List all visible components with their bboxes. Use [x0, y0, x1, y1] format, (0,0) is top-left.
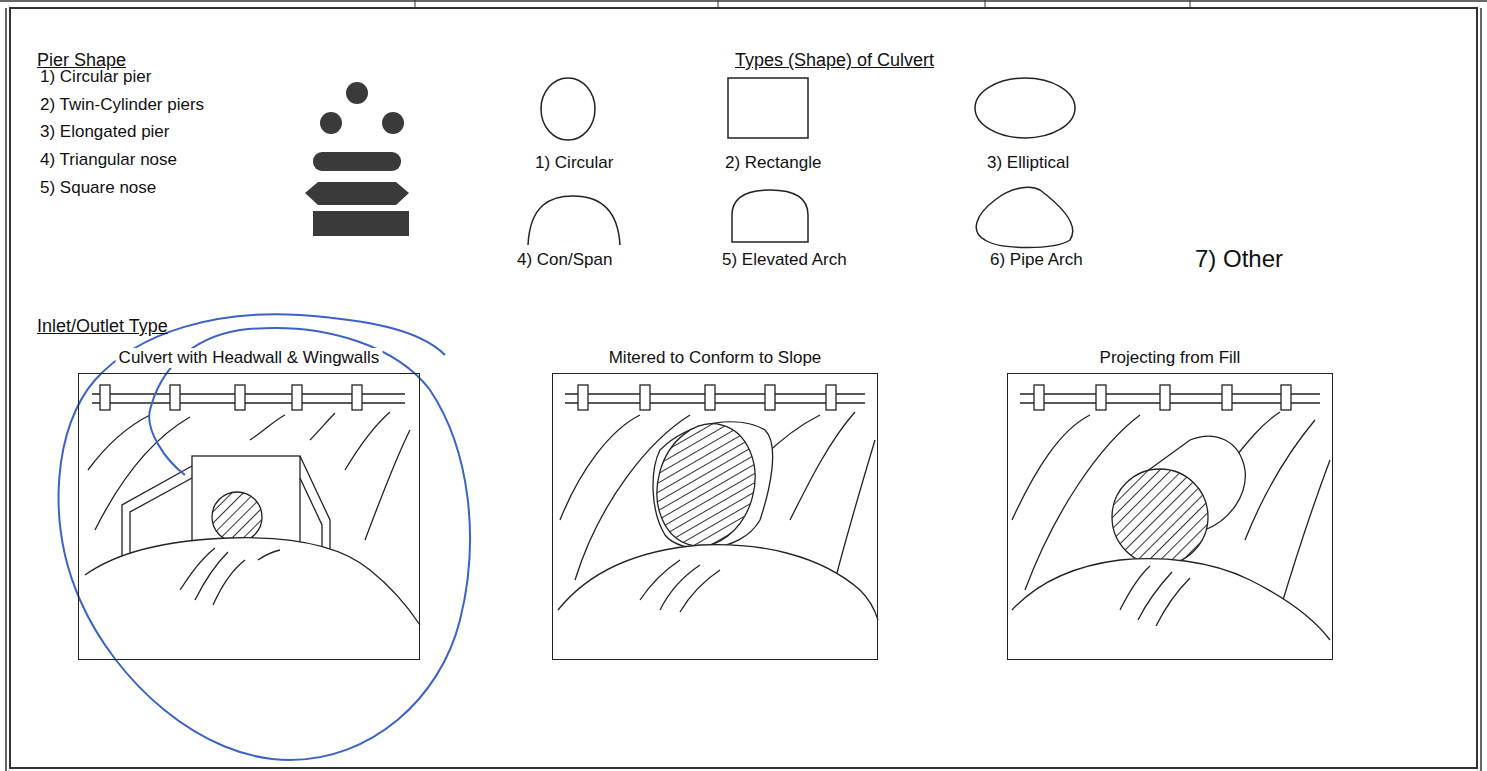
inlet-type-box: Culvert with Headwall & Wingwalls	[78, 373, 420, 660]
mitered-illustration	[558, 385, 878, 620]
hand-circle	[59, 314, 470, 760]
box-title: Culvert with Headwall & Wingwalls	[116, 348, 383, 368]
culvert-label: 7) Other	[1195, 245, 1283, 274]
culvert-label: 6) Pipe Arch	[990, 250, 1083, 270]
box-title: Mitered to Conform to Slope	[606, 348, 825, 368]
culvert-label: 4) Con/Span	[517, 250, 612, 270]
section-heading: Types (Shape) of Culvert	[735, 50, 934, 72]
headwall-illustration	[85, 385, 420, 625]
culvert-label: 5) Elevated Arch	[722, 250, 847, 270]
pier-label: 2) Twin-Cylinder piers	[40, 95, 204, 115]
inlet-type-box: Projecting from Fill	[1007, 373, 1333, 660]
culvert-label: 3) Elliptical	[987, 153, 1069, 173]
pier-label: 5) Square nose	[40, 178, 156, 198]
pier-symbols	[305, 82, 409, 236]
pier-label: 3) Elongated pier	[40, 122, 169, 142]
culvert-label: 2) Rectangle	[725, 153, 821, 173]
box-title: Projecting from Fill	[1097, 348, 1244, 368]
pier-label: 1) Circular pier	[40, 67, 151, 87]
section-heading: Inlet/Outlet Type	[37, 316, 168, 338]
culvert-label: 1) Circular	[535, 153, 613, 173]
projecting-illustration	[1012, 385, 1330, 640]
pier-label: 4) Triangular nose	[40, 150, 177, 170]
inlet-type-box: Mitered to Conform to Slope	[552, 373, 878, 660]
culvert-shapes	[528, 78, 1075, 248]
